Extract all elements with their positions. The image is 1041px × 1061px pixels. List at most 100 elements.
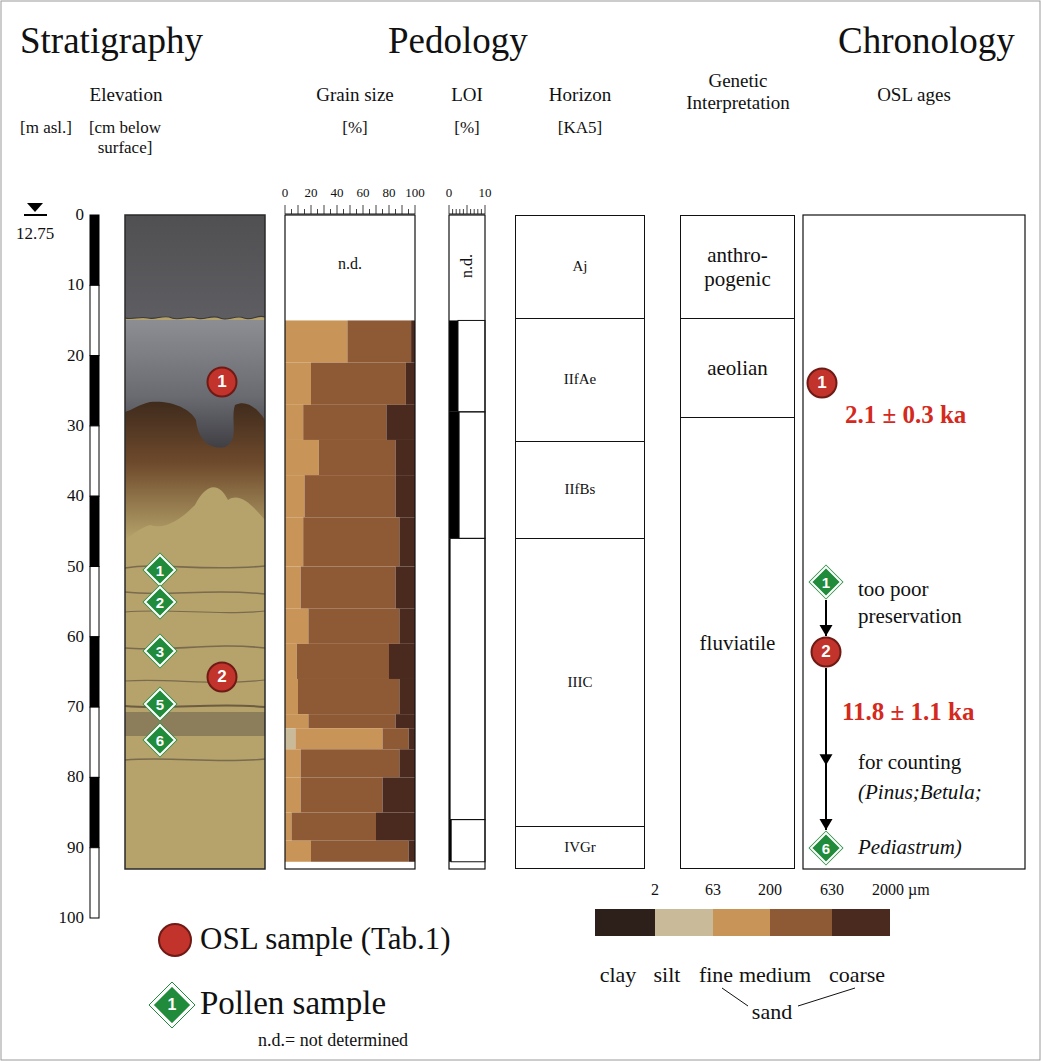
grain-size-bar	[396, 475, 416, 517]
grain-size-bar	[396, 440, 416, 475]
soil-profile	[125, 215, 265, 869]
column-heading: Genetic Interpretation	[668, 70, 808, 114]
axis-tick	[470, 209, 471, 214]
unit-label: [%]	[342, 118, 367, 138]
unit-label: [cm below surface]	[83, 118, 167, 157]
cell-text: aeolian	[707, 356, 768, 380]
osl-sample-marker: 2	[206, 661, 238, 693]
cell-text: anthro- pogenic	[684, 243, 791, 291]
scale-segment	[90, 426, 99, 496]
age-value: 11.8 ± 1.1 ka	[842, 698, 975, 727]
grain-size-bar	[292, 813, 377, 841]
scale-segment	[90, 356, 99, 426]
axis-tick-label: 80	[383, 186, 396, 201]
age-value: 2.1 ± 0.3 ka	[845, 401, 966, 430]
grain-size-bar	[285, 475, 305, 517]
callout-number: 2	[821, 642, 830, 662]
pollen-diamond-outer	[143, 723, 178, 758]
pollen-diamond	[811, 567, 841, 597]
axis-tick	[415, 205, 416, 214]
grain-size-bar	[409, 841, 416, 862]
grain-size-bar	[399, 609, 415, 644]
grain-size-bar	[285, 320, 347, 362]
note: too poor preservation	[858, 576, 1008, 631]
axis-tick-label: 100	[405, 186, 425, 201]
grain-size-bar	[285, 777, 301, 812]
callout-number: 1	[168, 996, 177, 1014]
grain-size-bar	[303, 405, 386, 440]
grain-size-bar	[301, 777, 383, 812]
axis-tick	[395, 209, 396, 214]
loi-axis	[449, 205, 485, 214]
interpretation-cell: fluviatile	[680, 417, 795, 869]
grain-size-bar	[285, 813, 292, 841]
axis-tick	[382, 209, 383, 214]
note: n.d.	[458, 254, 476, 278]
cell-text: IIfBs	[565, 481, 596, 498]
callout-number: 3	[156, 643, 164, 660]
horizon-boundary	[125, 316, 265, 319]
profile-outline	[125, 215, 265, 869]
grain-size-bar	[285, 841, 311, 862]
cell-text: IIfAe	[564, 371, 596, 388]
grain-size-bar	[301, 567, 396, 609]
pollen-diamond-outer	[809, 831, 844, 866]
grain-size-bar	[285, 440, 319, 475]
grain-size-bar	[399, 679, 415, 714]
axis-tick	[343, 209, 344, 214]
pollen-sample-marker: 3	[142, 633, 178, 669]
profile-ae-horizon	[125, 320, 265, 448]
unit-label: [KA5]	[558, 118, 602, 138]
pollen-diamond	[145, 555, 175, 585]
callout-number: 1	[156, 562, 164, 579]
panel-heading: Pedology	[388, 20, 528, 63]
pollen-diamond	[145, 725, 175, 755]
pollen-diamond-outer	[143, 634, 178, 669]
axis-tick	[389, 205, 390, 214]
horizon-cell: IVGr	[515, 826, 645, 869]
grain-size-bar	[297, 644, 389, 679]
grain-boundary: 630	[820, 881, 844, 899]
grain-size-bar	[399, 517, 415, 566]
arrowhead	[820, 819, 833, 830]
callout-number: 2	[156, 594, 164, 611]
axis-tick	[408, 209, 409, 214]
grain-size-bar	[285, 405, 303, 440]
osl-column-frame	[803, 215, 1025, 869]
elevation-marker-line	[24, 214, 47, 216]
scale-segment	[90, 777, 99, 847]
horizon-cell: IIfBs	[515, 441, 645, 539]
depth-tick-label: 90	[67, 838, 84, 858]
axis-tick	[467, 205, 468, 214]
scale-segment	[90, 567, 99, 637]
grain-size-bar	[383, 777, 416, 812]
axis-tick	[477, 209, 478, 214]
legend-group-label: sand	[752, 999, 792, 1024]
pollen-diamond	[145, 636, 175, 666]
leader-line	[722, 988, 748, 1006]
grain-size-bar	[311, 363, 406, 405]
axis-tick	[317, 209, 318, 214]
axis-tick	[363, 205, 364, 214]
grain-size-bar	[285, 567, 301, 609]
depth-tick-label: 80	[67, 768, 84, 788]
grain-size-bar	[285, 609, 308, 644]
depth-tick-label: 50	[67, 557, 84, 577]
interpretation-cell: aeolian	[680, 318, 795, 418]
callout-number: 1	[217, 372, 226, 392]
cell-text: Aj	[573, 258, 588, 275]
axis-tick	[459, 209, 460, 214]
axis-tick	[474, 209, 475, 214]
axis-tick-label: 0	[282, 186, 289, 201]
panel-heading: Stratigraphy	[20, 20, 203, 63]
grain-size-bar	[301, 749, 400, 777]
loi-cell	[459, 412, 485, 539]
grain-size-bar	[298, 679, 399, 714]
osl-circle	[208, 368, 237, 397]
grain-size-bar	[295, 728, 382, 749]
axis-tick	[449, 205, 450, 214]
depth-scale	[90, 215, 99, 918]
loi-frame	[449, 215, 485, 869]
pollen-diamond-outer	[143, 687, 178, 722]
